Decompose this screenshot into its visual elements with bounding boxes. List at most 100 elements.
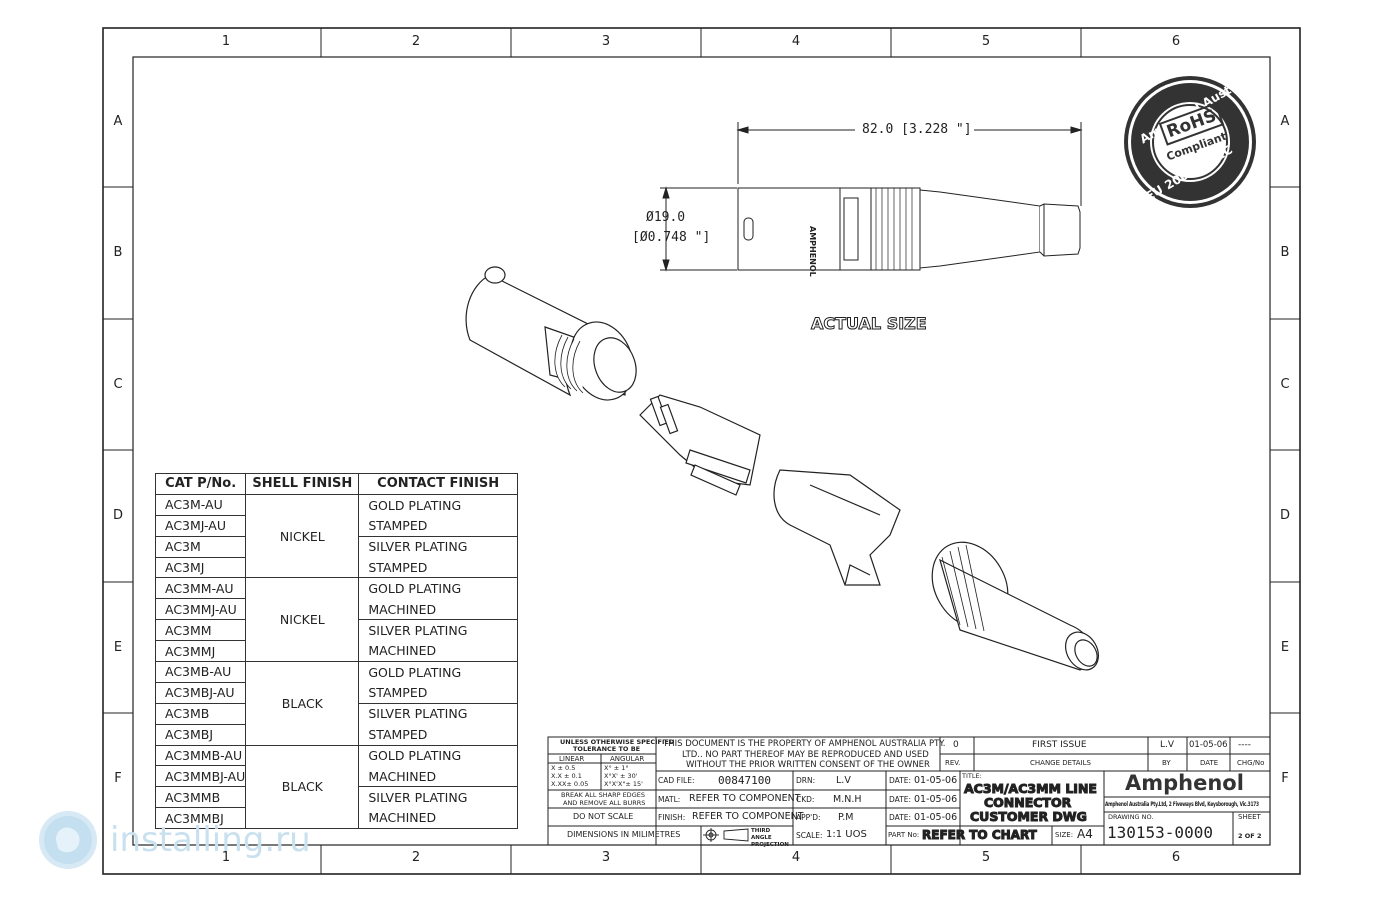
title-label: TITLE: — [962, 772, 982, 780]
date-value-3: 01-05-06 — [914, 812, 958, 823]
linear-tol-2: X.X ± 0.1 — [551, 772, 582, 780]
table-cell-contact: GOLD PLATING — [358, 577, 518, 599]
rev-number: 0 — [953, 740, 959, 750]
zone-row-c-left: C — [113, 377, 123, 392]
company-logo: Amphenol — [1125, 771, 1244, 795]
zone-row-a-right: A — [1280, 114, 1290, 129]
date-label-3: DATE: — [889, 813, 912, 822]
drawing-no-value: 130153-0000 — [1107, 823, 1213, 842]
part-no-label: PART No: — [888, 831, 920, 839]
zone-row-c-right: C — [1280, 377, 1290, 392]
scale-value: 1:1 UOS — [826, 829, 867, 840]
zone-row-d-left: D — [112, 508, 123, 523]
date-col-label: DATE — [1200, 759, 1219, 767]
table-row: AC3M-AU NICKEL GOLD PLATING — [154, 493, 518, 579]
table-row: AC3MMJ MACHINED — [154, 640, 518, 663]
table-header-row: CAT P/No. SHELL FINISH CONTACT FINISH — [154, 473, 518, 495]
table-row: AC3MB-AU BLACK GOLD PLATING — [154, 661, 518, 746]
property-notice-3: WITHOUT THE PRIOR WRITTEN CONSENT OF THE… — [686, 760, 930, 770]
finish-value: REFER TO COMPONENT — [692, 811, 804, 822]
table-cell-shell: BLACK — [245, 744, 360, 830]
part-no-value: REFER TO CHART — [922, 828, 1038, 843]
site-watermark: installing.ru — [30, 808, 311, 872]
table-header: SHELL FINISH — [245, 473, 360, 495]
scale-label: SCALE: — [796, 831, 823, 840]
property-notice-1: THIS DOCUMENT IS THE PROPERTY OF AMPHENO… — [663, 739, 946, 749]
break-edges-1: BREAK ALL SHARP EDGES — [561, 791, 645, 799]
table-cell-contact: GOLD PLATING — [358, 661, 518, 683]
matl-value: REFER TO COMPONENT — [689, 793, 801, 804]
dimensions-in: DIMENSIONS IN MILIMETRES — [567, 830, 681, 839]
zone-col-6-top: 6 — [1171, 34, 1181, 49]
zone-col-4-top: 4 — [791, 34, 801, 49]
zone-col-4-bottom: 4 — [791, 850, 801, 865]
zone-row-f-right: F — [1281, 771, 1289, 786]
drn-label: DRN: — [796, 776, 816, 785]
rev-description: FIRST ISSUE — [1032, 740, 1087, 750]
zone-col-5-top: 5 — [981, 34, 991, 49]
rohs-badge — [1124, 76, 1256, 208]
angular-label: ANGULAR — [610, 755, 645, 763]
zone-col-3-bottom: 3 — [601, 850, 611, 865]
finish-label: FINISH: — [658, 813, 686, 822]
linear-label: LINEAR — [559, 755, 585, 763]
table-cell-contact: SILVER PLATING — [358, 786, 518, 808]
table-cell-part: AC3MMJ-AU — [154, 598, 247, 621]
table-row: AC3MMBJ-AU MACHINED — [154, 765, 518, 788]
by-label: BY — [1162, 759, 1171, 767]
rev-by: L.V — [1160, 740, 1175, 750]
chg-label: CHG/No — [1237, 759, 1265, 767]
table-cell-contact: GOLD PLATING — [358, 493, 518, 516]
zone-row-b-right: B — [1280, 245, 1290, 260]
zone-col-3-top: 3 — [601, 34, 611, 49]
table-cell-part: AC3MMB — [154, 786, 247, 809]
table-cell-shell: NICKEL — [245, 493, 360, 579]
table-cell-contact: SILVER PLATING — [358, 619, 518, 641]
table-cell-part: AC3MMJ — [154, 640, 247, 663]
rev-label: REV. — [945, 759, 961, 767]
linear-tol-3: X.XX± 0.05 — [551, 780, 589, 788]
linear-tol-1: X ± 0.5 — [551, 764, 576, 772]
table-cell-part: AC3MJ — [154, 556, 247, 579]
watermark-text: installing.ru — [110, 820, 311, 860]
rev-date: 01-05-06 — [1189, 740, 1228, 750]
table-cell-contact: SILVER PLATING — [358, 702, 518, 725]
watermark-logo-icon — [39, 811, 97, 869]
appd-label: APP'D: — [796, 813, 821, 822]
table-row: AC3MM-AU NICKEL GOLD PLATING — [154, 577, 518, 663]
table-row: AC3MMB-AU BLACK GOLD PLATING — [154, 744, 518, 830]
table-row: AC3MMJ-AU MACHINED — [154, 598, 518, 621]
angular-tol-2: X°X' ± 30' — [604, 772, 638, 780]
date-label-2: DATE: — [889, 795, 912, 804]
sheet-label: SHEET — [1238, 813, 1261, 821]
actual-size-label: ACTUAL SIZE — [811, 314, 928, 334]
date-label-1: DATE: — [889, 776, 912, 785]
tolerance-heading-1: UNLESS OTHERWISE SPECIFIED — [560, 738, 675, 746]
property-notice-2: LTD.. NO PART THEREOF MAY BE REPRODUCED … — [682, 750, 929, 760]
table-cell-contact: GOLD PLATING — [358, 744, 518, 766]
cad-file-label: CAD FILE: — [658, 776, 695, 785]
ckd-value: M.N.H — [833, 794, 862, 805]
connector-side-view — [660, 122, 1083, 272]
zone-col-6-bottom: 6 — [1171, 850, 1181, 865]
table-cell-part: AC3MB-AU — [154, 661, 247, 683]
sheet-value: 2 OF 2 — [1238, 832, 1262, 840]
table-cell-part: AC3MM-AU — [154, 577, 247, 600]
zone-col-2-top: 2 — [411, 34, 421, 49]
zone-col-1-top: 1 — [221, 34, 231, 49]
break-edges-2: AND REMOVE ALL BURRS — [563, 799, 646, 807]
tolerance-heading-2: TOLERANCE TO BE — [573, 745, 641, 753]
exploded-view — [465, 266, 1099, 671]
table-cell-part: AC3MMB-AU — [154, 744, 247, 767]
diameter-mm: Ø19.0 — [646, 210, 686, 225]
size-value: A4 — [1077, 827, 1093, 841]
table-cell-contact: MACHINED — [358, 807, 518, 830]
table-row: AC3MMBJ MACHINED — [154, 807, 518, 830]
zone-row-e-left: E — [113, 640, 123, 655]
title-line-3: CUSTOMER DWG — [970, 809, 1088, 825]
title-line-2: CONNECTOR — [983, 795, 1072, 811]
date-value-2: 01-05-06 — [914, 794, 958, 805]
zone-row-e-right: E — [1280, 640, 1290, 655]
table-row: AC3M SILVER PLATING — [154, 535, 518, 558]
